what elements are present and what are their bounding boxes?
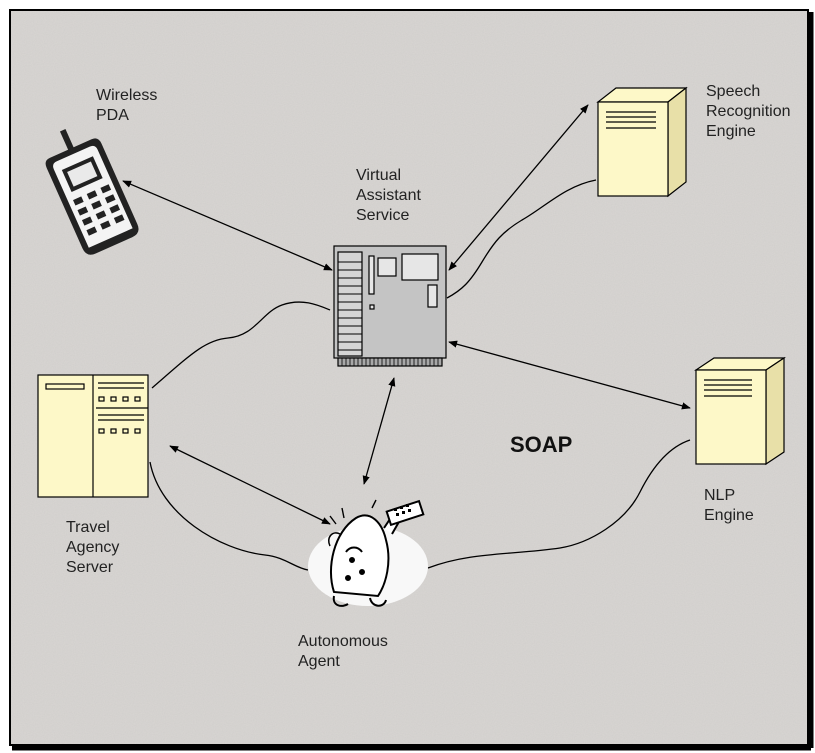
label-line: Assistant [356,187,421,204]
label-line: Service [356,207,410,224]
arrow-travel-agent [169,445,331,525]
travel-agency-server-icon [37,374,149,498]
label-line: NLP [704,487,736,504]
arrow-vas-nlp [448,340,691,410]
agent-character-icon [308,499,428,607]
network-line-agent-to-nlp [427,439,691,569]
network-line-travel-to-agent [149,461,309,571]
diagram-border [9,9,809,746]
virtual-assistant-board-icon [333,245,447,367]
label-line: Wireless [96,87,158,104]
mobile-phone-icon [45,129,139,255]
label-nlp-engine: NLP Engine [704,486,754,526]
label-travel-agency-server: Travel Agency Server [66,518,119,578]
label-line: Speech [706,83,761,100]
connection-arrows [122,104,691,525]
label-line: Virtual [356,167,402,184]
label-line: Recognition [706,103,791,120]
arrow-vas-speech [448,104,589,271]
label-line: Engine [704,507,754,524]
label-line: Server [66,559,114,576]
label-virtual-assistant-service: Virtual Assistant Service [356,166,421,226]
label-line: Travel [66,519,110,536]
network-line-travel-to-vas [151,301,331,389]
arrow-pda-vas [122,180,333,271]
label-line: Engine [706,123,756,140]
label-wireless-pda: Wireless PDA [96,86,157,126]
label-line: PDA [96,107,129,124]
label-line: Agency [66,539,120,556]
arrow-vas-agent [362,377,396,485]
speech-server-icon [596,86,688,198]
label-line: Agent [298,653,340,670]
soap-label: SOAP [510,432,573,457]
label-speech-recognition-engine: Speech Recognition Engine [706,82,791,142]
label-autonomous-agent: Autonomous Agent [298,632,388,672]
nlp-server-icon [694,356,786,466]
label-line: Autonomous [298,633,388,650]
